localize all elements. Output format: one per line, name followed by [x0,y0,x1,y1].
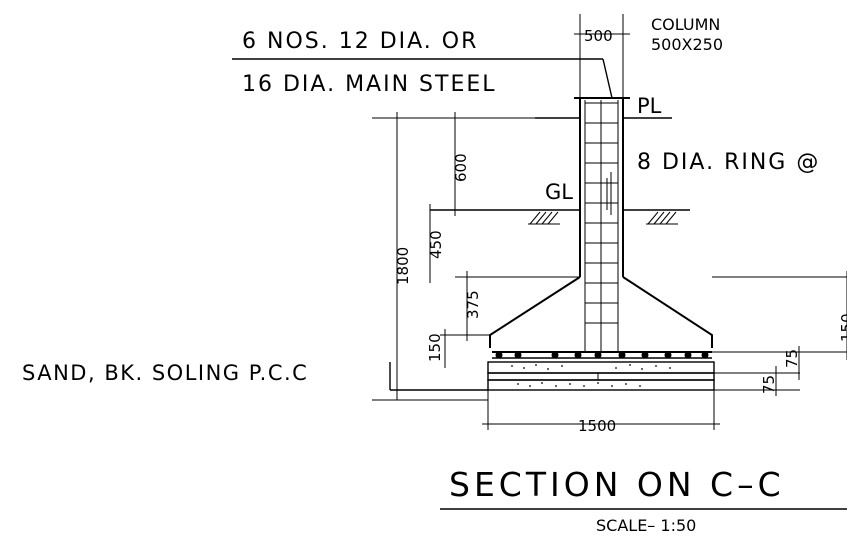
scale-label: SCALE– 1:50 [596,516,696,535]
ring-note: 8 DIA. RING @ [637,150,820,175]
base-layers-note: SAND, BK. SOLING P.C.C [22,361,308,385]
section-title: SECTION ON C–C [449,465,785,504]
footing-taper-left [489,276,581,348]
plinth-label: PL [637,94,662,118]
main-steel-note-line2: 16 DIA. MAIN STEEL [242,72,497,97]
dim-75b-text: 75 [760,375,778,394]
pcc-layer [487,361,715,374]
dim-right-150-text: 150 [838,313,847,342]
column-note-line2: 500X250 [651,35,723,54]
main-steel-leader-tail [602,58,613,99]
dim-600-text: 600 [452,153,470,182]
ground-hatch-left [528,211,560,225]
dim-375-text: 375 [464,290,482,319]
layer-stipple [511,364,671,387]
dim-1500-text: 1500 [578,417,616,435]
main-steel-note-line1: 6 NOS. 12 DIA. OR [242,29,478,54]
col-width-dim-text: 500 [584,27,613,45]
soling-layer [487,372,715,381]
dim-150-text: 150 [426,333,444,362]
dim-1800-text: 1800 [394,247,412,285]
column-note-line1: COLUMN [651,15,720,34]
ground-hatch-right [646,211,678,225]
dim-450-text: 450 [427,230,445,259]
dim-75a-text: 75 [783,349,801,368]
sand-layer [487,379,715,391]
ring-reinforcement-grid [584,100,619,352]
base-main-bars [495,351,709,359]
ground-label: GL [545,180,573,204]
footing-taper-right [622,276,713,348]
